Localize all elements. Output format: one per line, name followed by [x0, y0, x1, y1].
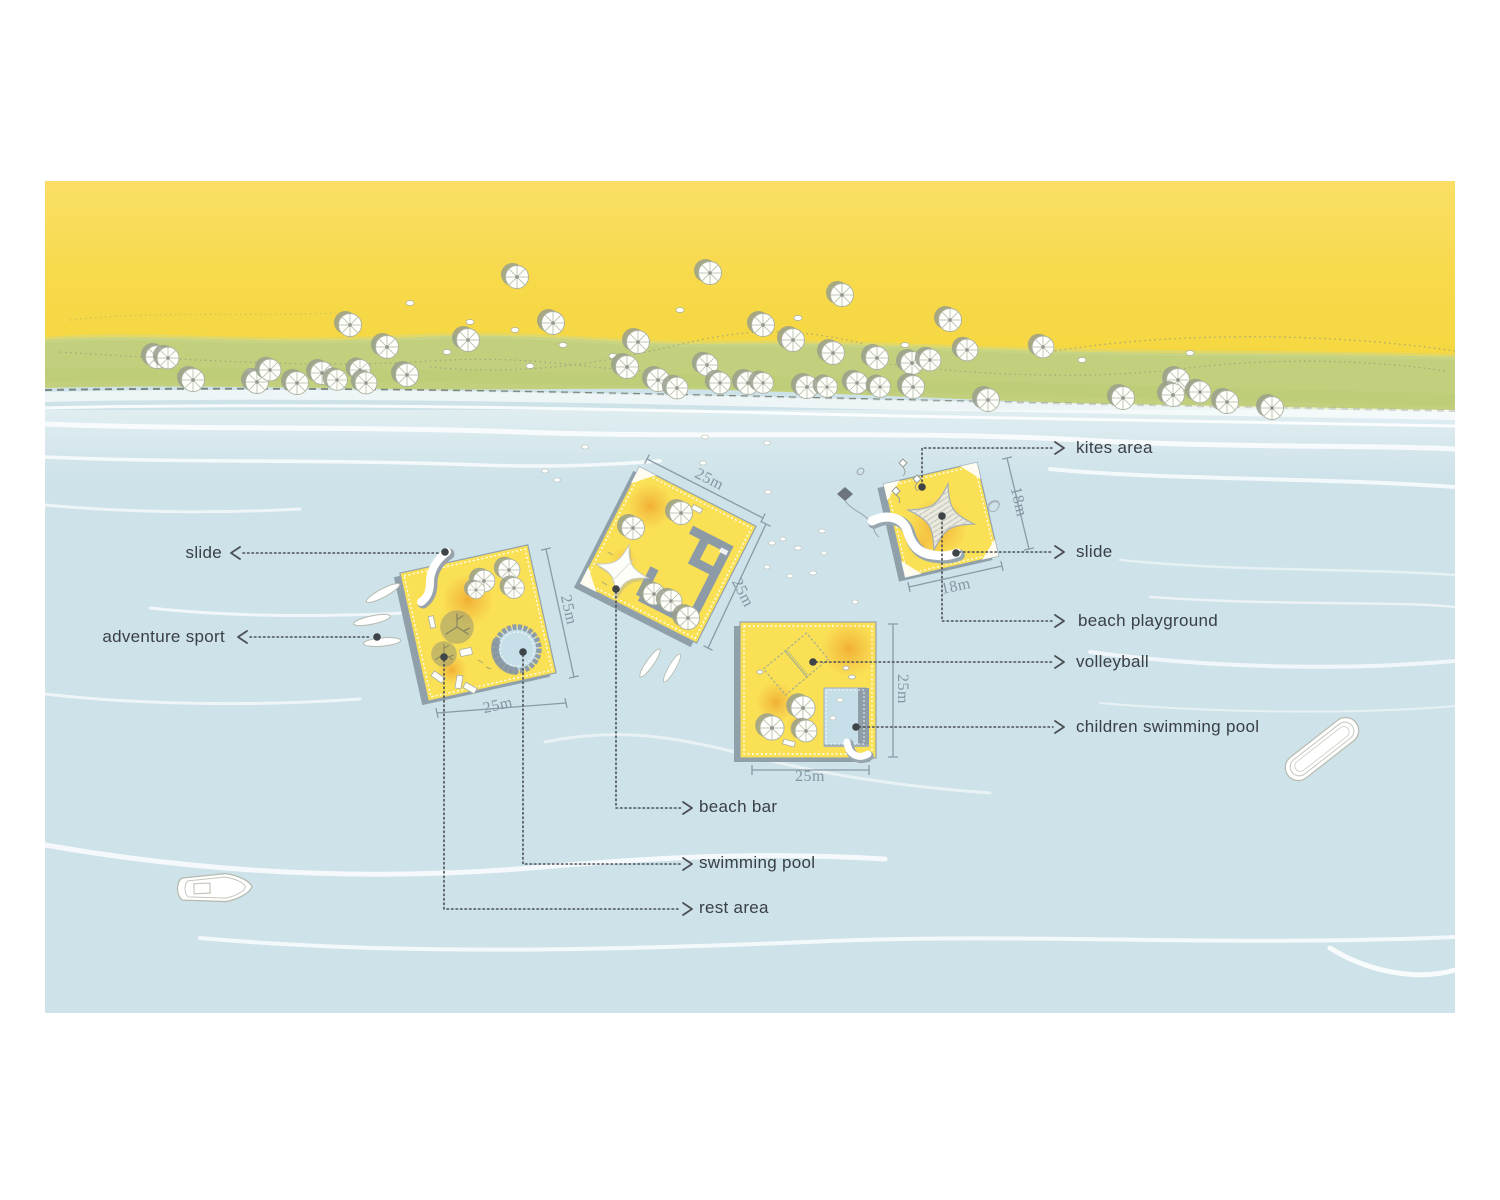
platform-beach-bar	[573, 466, 757, 685]
grass-highlight	[44, 332, 1456, 360]
platform-rest-pool	[352, 544, 557, 706]
dim-platform4-bottom: 25m	[795, 768, 825, 785]
wave-lines	[40, 389, 1460, 978]
shade-sail	[588, 537, 658, 608]
yacht	[1284, 716, 1360, 782]
platform-deck	[579, 466, 757, 644]
deck-glow	[756, 682, 796, 722]
bar-counter	[719, 547, 729, 556]
deck-sketch-marks	[601, 551, 614, 586]
label-volleyball: volleyball	[1076, 652, 1149, 671]
volleyball-court	[762, 632, 830, 696]
slide-flume	[843, 738, 872, 760]
children-pool	[823, 687, 869, 747]
tree-canopy-icon	[439, 609, 475, 645]
deck-trim	[886, 465, 996, 575]
annotation-leaders	[230, 441, 1065, 916]
dimension-lines	[435, 454, 1035, 775]
kites-sketch	[891, 458, 922, 504]
deck-trim	[583, 470, 753, 640]
label-beach-playground: beach playground	[1078, 611, 1218, 630]
label-swimming-pool: swimming pool	[699, 853, 816, 872]
motorboat	[176, 872, 253, 903]
slide-flume	[867, 512, 962, 561]
water-specks	[541, 434, 859, 605]
dim-platform4-right: 25m	[893, 674, 911, 704]
label-beach-bar: beach bar	[699, 797, 778, 816]
deck-furniture	[427, 615, 478, 695]
platform-sports	[734, 621, 877, 764]
deck-sketch-marks	[477, 659, 492, 670]
label-slide-right: slide	[1076, 542, 1113, 561]
label-adventure-sport: adventure sport	[102, 627, 225, 646]
slide-flume	[417, 548, 451, 606]
label-rest-area: rest area	[699, 898, 769, 917]
label-slide-left: slide	[185, 543, 222, 562]
deck-glow	[821, 621, 877, 677]
swimming-pool-circle	[491, 624, 542, 675]
deck-furniture	[756, 665, 856, 748]
leader-arrowheads	[230, 441, 1065, 916]
leader-dots	[373, 483, 960, 731]
corner-hatch	[579, 466, 656, 593]
boat-cabin	[193, 882, 211, 895]
label-children-swimming-pool: children swimming pool	[1076, 717, 1260, 736]
label-kites-area: kites area	[1076, 438, 1153, 457]
deck-furniture	[690, 503, 704, 515]
